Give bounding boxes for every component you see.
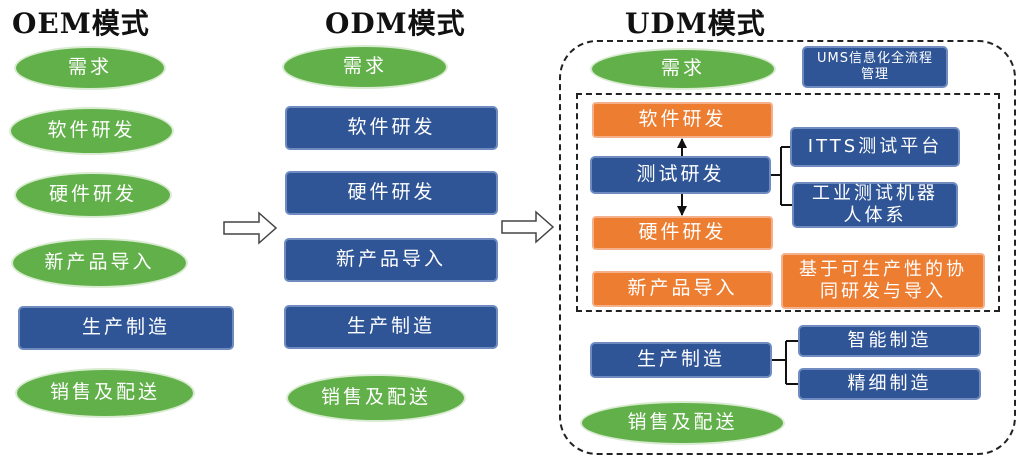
udm-manufacturing: 生产制造 (590, 342, 772, 378)
udm-rd-frame (576, 93, 1000, 312)
manufacturing-bracket (772, 340, 798, 385)
oem-to-odm-arrow (223, 211, 278, 245)
oem-demand: 需求 (14, 46, 166, 90)
odm-hardware-rd: 硬件研发 (285, 171, 498, 215)
udm-software-rd: 软件研发 (592, 102, 773, 138)
udm-robot-box: 工业测试机器人体系 (792, 182, 958, 228)
udm-outer-frame (559, 40, 1016, 455)
odm-demand: 需求 (282, 45, 448, 89)
odm-sales: 销售及配送 (286, 374, 466, 422)
oem-title: OEM模式 (12, 7, 150, 40)
udm-npi: 新产品导入 (592, 271, 773, 307)
udm-itts-box: ITTS测试平台 (790, 127, 960, 167)
test-bracket (771, 146, 792, 206)
udm-sales: 销售及配送 (580, 401, 785, 445)
udm-collab-box: 基于可生产性的协同研发与导入 (781, 253, 985, 309)
odm-manufacturing: 生产制造 (284, 305, 498, 349)
udm-fine-manufacturing: 精细制造 (798, 368, 981, 400)
udm-title: UDM模式 (625, 7, 766, 40)
oem-manufacturing: 生产制造 (18, 306, 234, 350)
odm-npi: 新产品导入 (284, 238, 498, 282)
odm-software-rd: 软件研发 (285, 106, 498, 150)
oem-npi: 新产品导入 (11, 238, 188, 288)
oem-hardware-rd: 硬件研发 (14, 172, 172, 218)
udm-test-rd: 测试研发 (590, 156, 771, 194)
udm-demand: 需求 (590, 48, 776, 90)
odm-title: ODM模式 (325, 7, 466, 40)
oem-software-rd: 软件研发 (9, 107, 174, 155)
oem-sales: 销售及配送 (15, 368, 195, 418)
odm-to-udm-arrow (501, 210, 555, 244)
udm-hardware-rd: 硬件研发 (592, 216, 773, 250)
udm-ums-box: UMS信息化全流程管理 (802, 46, 948, 88)
udm-smart-manufacturing: 智能制造 (798, 325, 981, 357)
